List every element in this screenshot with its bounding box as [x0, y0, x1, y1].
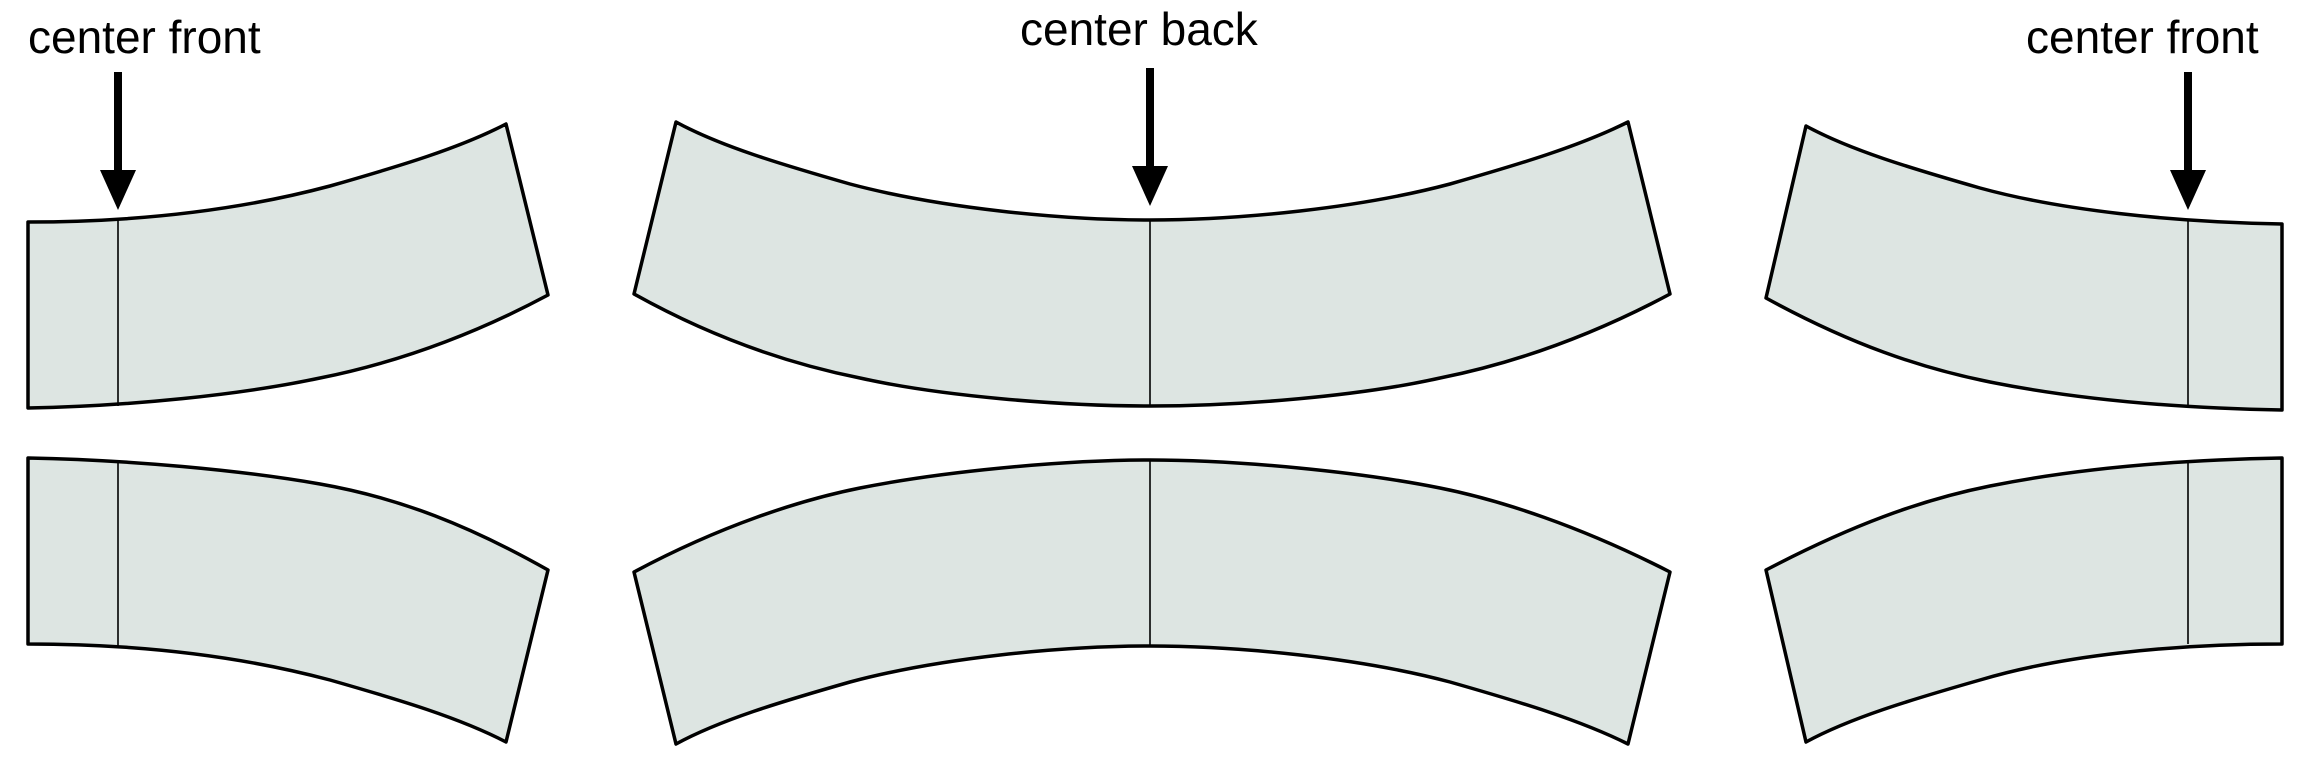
label-center-front-left: center front: [28, 11, 261, 63]
pattern-piece-bottom-right: [1764, 456, 2284, 744]
pattern-piece-top-left: [26, 122, 550, 410]
arrow-center-front-left: [100, 72, 136, 210]
pattern-piece-top-right: [1764, 124, 2284, 412]
pattern-piece-bottom-middle: [632, 458, 1672, 746]
label-center-front-right: center front: [2026, 11, 2259, 63]
label-center-back: center back: [1020, 3, 1258, 55]
arrow-center-back: [1132, 68, 1168, 206]
pattern-piece-top-middle: [632, 120, 1672, 408]
arrow-center-front-right: [2170, 72, 2206, 210]
pattern-piece-bottom-left: [26, 456, 550, 744]
